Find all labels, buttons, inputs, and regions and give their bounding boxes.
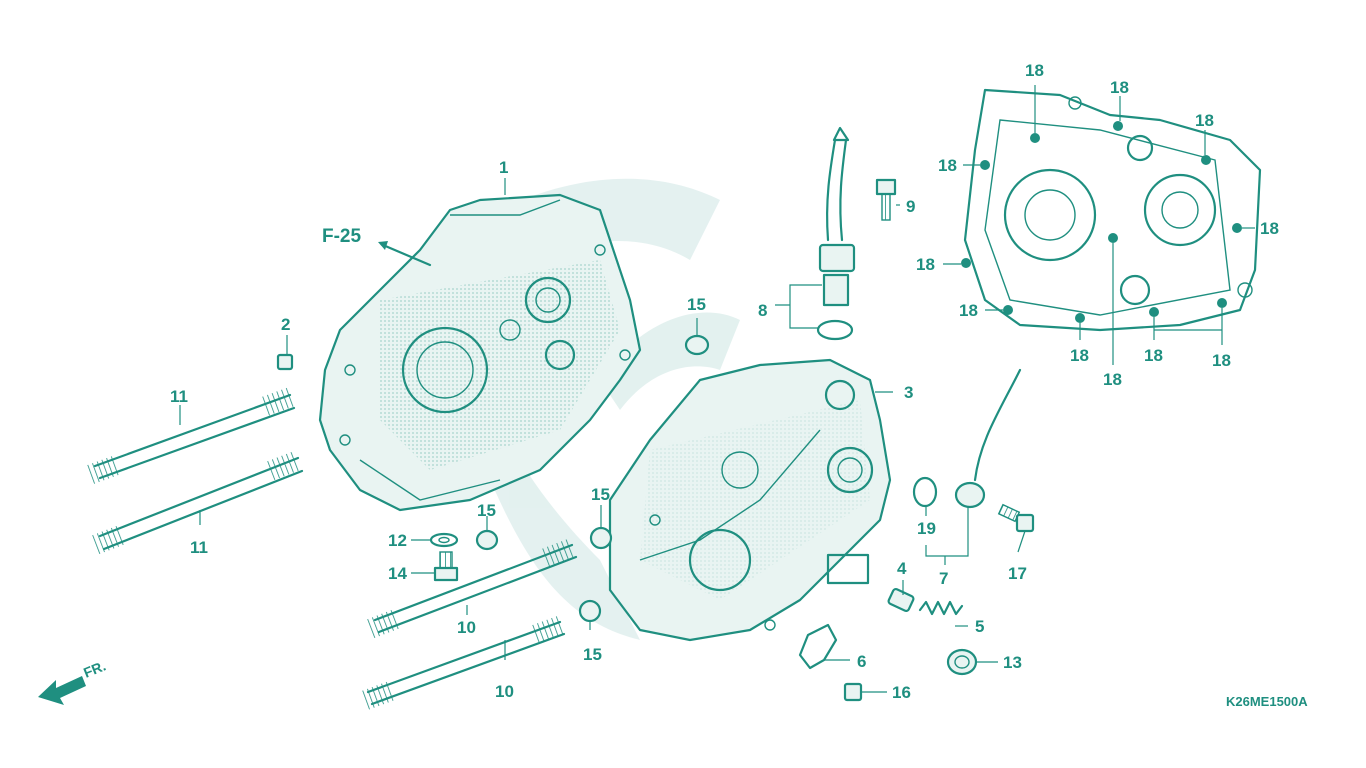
callout-15-c: 15: [591, 485, 610, 504]
breather-tube: [816, 126, 856, 341]
callout-17: 17: [1008, 564, 1027, 583]
callout-4: 4: [897, 559, 907, 578]
callout-18-d: 18: [1260, 219, 1279, 238]
neutral-switch-7: [912, 368, 1022, 509]
callout-18-f: 18: [916, 255, 935, 274]
callout-5: 5: [975, 617, 984, 636]
callout-19: 19: [917, 519, 936, 538]
callout-14: 14: [388, 564, 407, 583]
drawing-code: K26ME1500A: [1226, 694, 1308, 709]
front-direction-label: FR.: [81, 657, 108, 680]
callout-10-upper: 10: [457, 618, 476, 637]
callout-1: 1: [499, 158, 508, 177]
stud-10-upper: [365, 538, 578, 639]
callout-15-d: 15: [583, 645, 602, 664]
spring-5: [918, 600, 964, 616]
pin-2: [276, 353, 294, 371]
dowel-pins-15: [475, 334, 710, 623]
callout-7: 7: [939, 569, 948, 588]
drain-bolt-14: [433, 551, 459, 582]
callout-15-b: 15: [477, 501, 496, 520]
crankcase-gasket: [963, 88, 1262, 332]
callout-18-h: 18: [1070, 346, 1089, 365]
callout-18-i: 18: [1144, 346, 1163, 365]
stud-11-upper: [85, 387, 296, 485]
bolt-9: [875, 178, 897, 221]
callout-18-c: 18: [1195, 111, 1214, 130]
plug-4: [887, 587, 915, 613]
callout-16: 16: [892, 683, 911, 702]
callout-18-k: 18: [1103, 370, 1122, 389]
callout-11-upper: 11: [170, 387, 188, 406]
callout-12: 12: [388, 531, 407, 550]
callout-18-g: 18: [959, 301, 978, 320]
leader-lines: [179, 85, 1255, 693]
callout-15-a: 15: [687, 295, 706, 314]
callout-9: 9: [906, 197, 915, 216]
reference-arrow-icon: [378, 241, 432, 267]
right-crankcase: [608, 358, 892, 642]
stud-11-lower: [90, 451, 304, 555]
callout-11-lower: 11: [190, 538, 208, 557]
callout-13: 13: [1003, 653, 1022, 672]
cap-13: [946, 648, 978, 676]
callout-2: 2: [281, 315, 290, 334]
reference-label: F-25: [322, 226, 362, 247]
callout-6: 6: [857, 652, 866, 671]
left-crankcase: [318, 193, 642, 512]
callout-18-a: 18: [1025, 61, 1044, 80]
washer-12: [429, 532, 459, 548]
callout-18-b: 18: [1110, 78, 1129, 97]
bolt-16: [843, 682, 863, 702]
stud-10-lower: [359, 615, 566, 711]
gasket-dowel-points: [961, 121, 1242, 323]
callout-18-j: 18: [1212, 351, 1231, 370]
callout-18-e: 18: [938, 156, 957, 175]
callout-3: 3: [904, 383, 913, 402]
callout-8: 8: [758, 301, 767, 320]
callout-labels: 1 2 3 4 5 6 7 8 9 10 10 11 11 12 13 14 1…: [170, 61, 1279, 702]
bolt-17: [997, 503, 1035, 533]
stopper-6: [798, 623, 838, 670]
callout-10-lower: 10: [495, 682, 514, 701]
front-direction-arrow-icon: [38, 676, 86, 705]
